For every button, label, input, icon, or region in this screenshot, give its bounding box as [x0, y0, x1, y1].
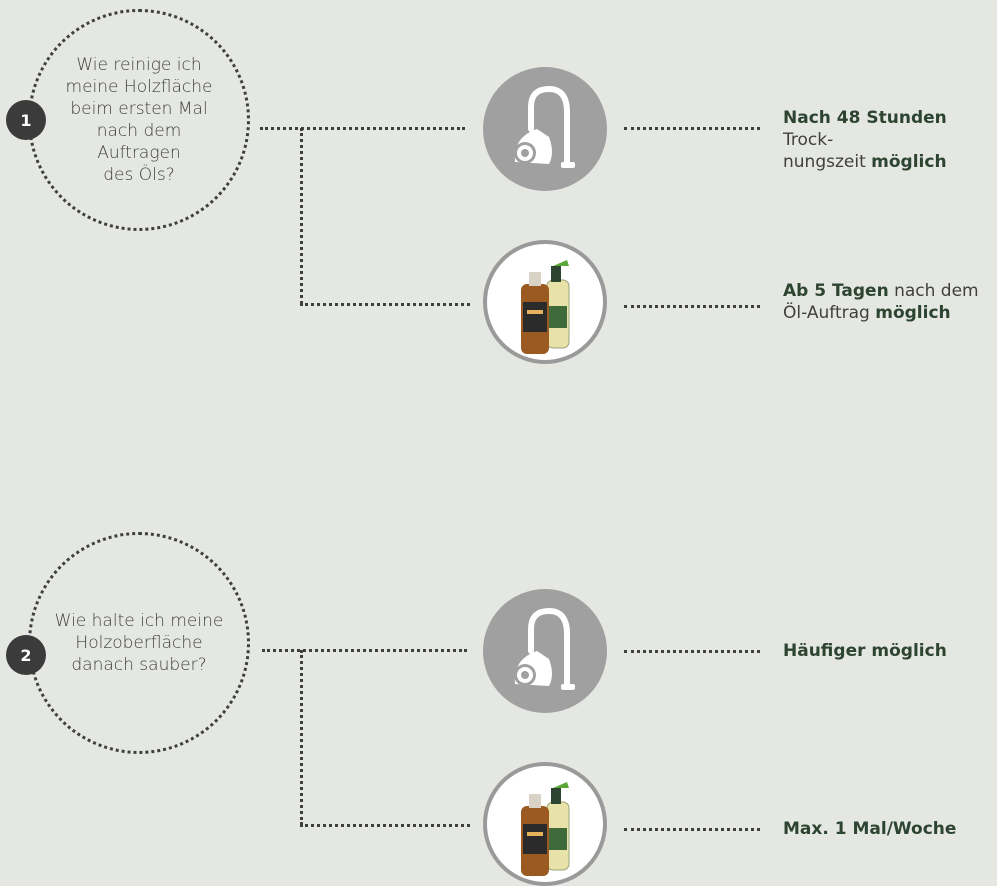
q1-answer-1-bold: Nach 48 Stunden: [783, 108, 947, 128]
question-1-text: Wie reinige ich meine Holzfläche beim er…: [65, 55, 213, 185]
q1-answer-1-normal: Trock-: [783, 130, 834, 150]
q1-answer-2-normal: nach dem: [888, 281, 979, 301]
q2-answer-1-bold: Häufiger möglich: [783, 641, 947, 661]
connector-q1-vertical: [300, 128, 303, 304]
q1-answer-2-bold: Ab 5 Tagen: [783, 281, 889, 301]
question-2-text: Wie halte ich meine Holzoberfläche danac…: [54, 611, 224, 675]
connector-q2-a1: [624, 650, 760, 653]
q2-answer-2-bold: Max. 1 Mal/Woche: [783, 819, 957, 839]
question-2-number-badge: 2: [6, 635, 46, 675]
question-1-number-badge: 1: [6, 100, 46, 140]
q1-answer-1-normal-2: nungszeit: [783, 152, 872, 172]
vacuum-cleaner-icon: [483, 589, 607, 713]
connector-q1-a1: [624, 127, 760, 130]
q1-answer-1-text: Nach 48 Stunden Trock- nungszeit möglich: [783, 107, 993, 173]
question-1-circle: Wie reinige ich meine Holzfläche beim er…: [28, 9, 250, 231]
connector-q1-main: [260, 127, 465, 130]
q2-answer-1-text: Häufiger möglich: [783, 640, 993, 662]
connector-q1-a2: [624, 305, 760, 308]
connector-q2-a2: [624, 828, 760, 831]
q2-answer-2-text: Max. 1 Mal/Woche: [783, 818, 993, 840]
connector-q2-main: [262, 649, 467, 652]
connector-q2-vertical: [300, 650, 303, 825]
question-2-circle: Wie halte ich meine Holzoberfläche danac…: [28, 532, 250, 754]
cleaning-products-icon: [483, 762, 607, 886]
q1-answer-1-bold-2: möglich: [871, 152, 947, 172]
connector-q2-branch: [300, 824, 470, 827]
vacuum-cleaner-icon: [483, 67, 607, 191]
q1-answer-2-text: Ab 5 Tagen nach dem Öl-Auftrag möglich: [783, 280, 993, 324]
q1-answer-2-bold-2: möglich: [875, 303, 951, 323]
connector-q1-branch: [300, 303, 470, 306]
q1-answer-2-normal-2: Öl-Auftrag: [783, 303, 876, 323]
cleaning-products-icon: [483, 240, 607, 364]
